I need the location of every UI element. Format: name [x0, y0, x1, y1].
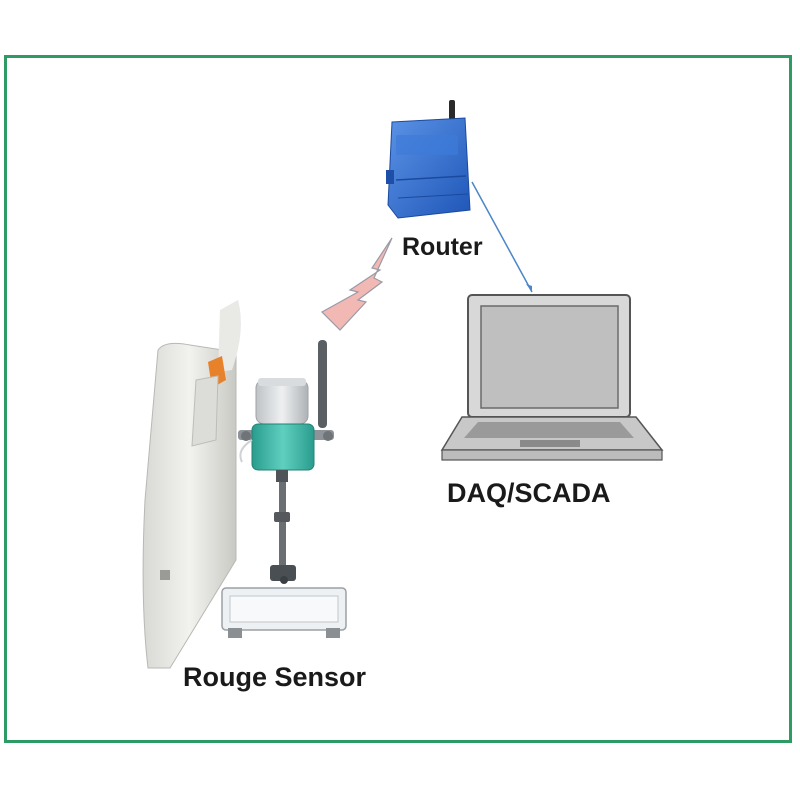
router-to-daq-link — [471, 181, 533, 293]
vessel-icon — [142, 300, 241, 669]
laptop-icon — [440, 294, 664, 461]
router-icon — [386, 100, 471, 219]
rouge-sensor-label: Rouge Sensor — [183, 662, 367, 692]
rouge-sensor-icon — [221, 340, 347, 638]
wireless-signal-icon — [321, 237, 393, 331]
link-arrowhead — [526, 284, 532, 292]
router-label: Router — [402, 233, 483, 261]
daq-scada-label: DAQ/SCADA — [447, 478, 611, 508]
